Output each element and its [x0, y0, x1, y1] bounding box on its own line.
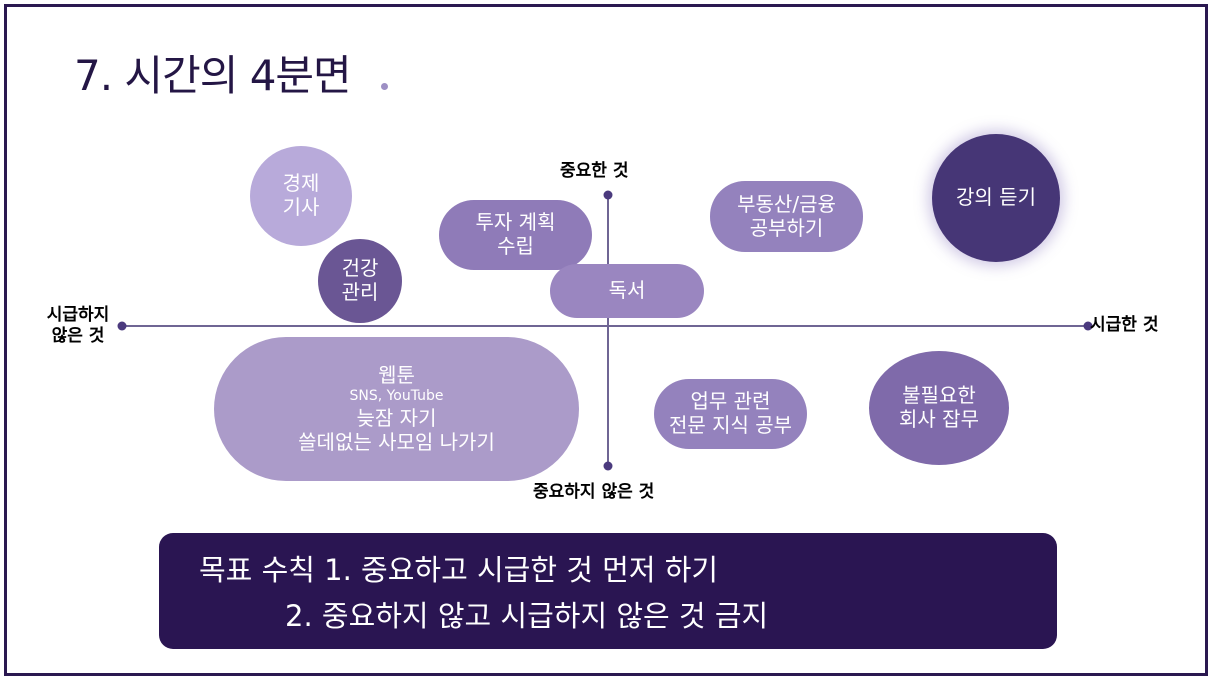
bubble-text: 수립	[497, 234, 534, 258]
bubble-text: 투자 계획	[475, 210, 556, 235]
bubble-investment-plan: 투자 계획 수립	[439, 200, 592, 270]
axis-endpoint-bottom	[603, 461, 613, 471]
bubble-reading: 독서	[550, 264, 704, 318]
bubble-text: 업무 관련	[690, 389, 771, 414]
bubble-health-care: 건강 관리	[318, 239, 402, 323]
bubble-text: 관리	[341, 280, 379, 304]
goal-rule-2: 2. 중요하지 않고 시급하지 않은 것 금지	[285, 599, 769, 633]
bubble-text: 공부하기	[749, 215, 824, 240]
bubble-time-wasters: 웹툰 SNS, YouTube 늦잠 자기 쓸데없는 사모임 나가기	[214, 337, 579, 481]
axis-endpoint-left	[117, 321, 127, 331]
bubble-text: 웹툰	[378, 362, 415, 387]
bubble-text: 쓸데없는 사모임 나가기	[298, 429, 495, 454]
bubble-text: 늦잠 자기	[356, 406, 437, 430]
axis-label-not-urgent: 시급하지 않은 것	[36, 305, 120, 347]
bubble-work-study: 업무 관련 전문 지식 공부	[654, 379, 807, 449]
slide-frame	[4, 4, 1208, 676]
bubble-text: 불필요한	[902, 383, 976, 408]
bubble-real-estate-study: 부동산/금융 공부하기	[710, 181, 863, 252]
axis-endpoint-right	[1083, 321, 1093, 331]
bubble-text: 부동산/금융	[737, 191, 836, 216]
axis-label-urgent: 시급한 것	[1090, 315, 1159, 335]
axis-label-not-urgent-line2: 않은 것	[51, 326, 105, 346]
bubble-text: 전문 지식 공부	[668, 413, 793, 437]
bubble-text: 독서	[608, 278, 646, 303]
axis-label-not-urgent-line1: 시급하지	[46, 305, 110, 325]
axis-label-not-important: 중요하지 않은 것	[533, 482, 655, 502]
slide-title: 7. 시간의 4분면	[74, 51, 352, 100]
bubble-text: 기사	[282, 195, 320, 219]
bubble-unneeded-chores: 불필요한 회사 잡무	[869, 351, 1009, 465]
bubble-text: 경제	[282, 171, 320, 196]
goal-rule-1: 목표 수칙 1. 중요하고 시급한 것 먼저 하기	[199, 553, 719, 587]
bubble-text: 건강	[341, 256, 379, 281]
bubble-text: SNS, YouTube	[349, 388, 444, 405]
bubble-economy-news: 경제 기사	[250, 146, 352, 246]
bubble-text: 강의 듣기	[956, 185, 1036, 210]
goal-rules-box: 목표 수칙 1. 중요하고 시급한 것 먼저 하기 2. 중요하지 않고 시급하…	[159, 533, 1057, 649]
bubble-text: 회사 잡무	[899, 407, 979, 431]
axis-label-important: 중요한 것	[560, 161, 629, 181]
title-decoration-dot	[381, 83, 388, 90]
axis-endpoint-top	[603, 190, 613, 200]
bubble-attend-lecture: 강의 듣기	[932, 134, 1060, 262]
